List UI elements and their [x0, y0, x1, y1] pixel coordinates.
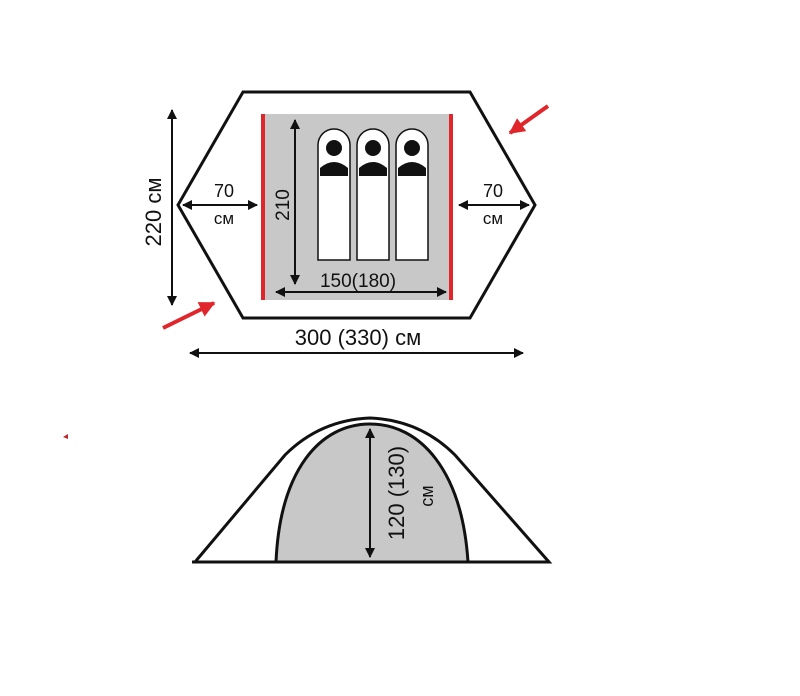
door-left-red: [261, 114, 265, 300]
height-label: 120 (130): [384, 446, 409, 540]
right-vestibule-unit: см: [483, 209, 503, 228]
width-label: 300 (330) см: [295, 325, 421, 350]
left-vestibule-unit: см: [214, 209, 234, 228]
sleeping-bags: [317, 128, 429, 261]
inner-width-label: 150(180): [320, 271, 396, 292]
sleeping-bag-1: [317, 128, 351, 261]
right-vestibule-value: 70: [483, 181, 503, 201]
entrance-arrow-right: [508, 104, 550, 135]
side-view: 120 (130) см: [191, 416, 553, 564]
depth-label: 220 см: [141, 178, 166, 247]
sleeping-bag-3: [395, 128, 429, 261]
sleeping-bag-2: [356, 128, 390, 261]
top-view: 210 150(180) 70 см 70 см 220 см 300 (330…: [141, 90, 550, 358]
entrance-arrow-left: [162, 301, 216, 330]
door-right-red: [449, 114, 453, 300]
stray-red-mark: [63, 434, 68, 439]
height-unit: см: [417, 485, 437, 506]
left-vestibule-value: 70: [214, 181, 234, 201]
inner-length-label: 210: [273, 189, 294, 221]
